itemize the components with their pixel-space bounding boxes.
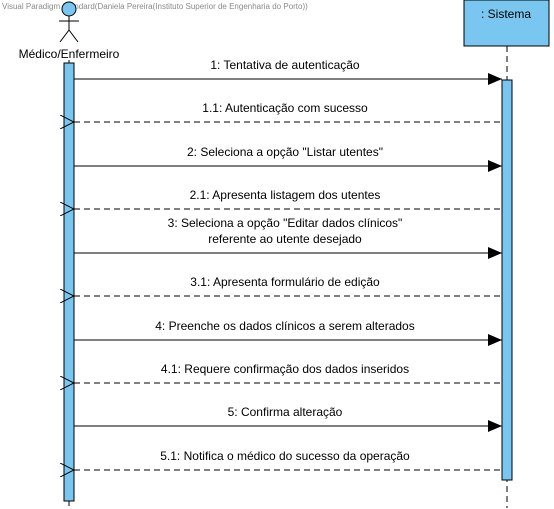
actor-label: Médico/Enfermeiro: [19, 47, 120, 61]
message-arrow: 2: Seleciona a opção "Listar utentes": [74, 145, 502, 172]
reply-arrow: 4.1: Requere confirmação dos dados inser…: [74, 362, 502, 383]
message-label: 1: Tentativa de autenticação: [210, 58, 360, 72]
message-arrow: 3: Seleciona a opção "Editar dados clíni…: [74, 216, 502, 259]
message-label: 5: Confirma alteração: [228, 405, 343, 419]
reply-arrow: 3.1: Apresenta formulário de edição: [74, 275, 502, 296]
actor-activation-bar: [63, 62, 75, 502]
system-label: : Sistema: [481, 7, 531, 21]
message-label-continuation: referente ao utente desejado: [208, 232, 362, 246]
reply-label: 2.1: Apresenta listagem dos utentes: [190, 188, 381, 202]
system-activation-bar: [501, 79, 513, 481]
message-label: 4: Preenche os dados clínicos a serem al…: [155, 319, 414, 333]
message-arrow: 1: Tentativa de autenticação: [74, 58, 502, 85]
actor-figure-icon: [59, 1, 79, 43]
reply-arrow: 2.1: Apresenta listagem dos utentes: [74, 188, 502, 209]
messages-layer: 1: Tentativa de autenticação 1.1: Autenti…: [74, 58, 502, 470]
watermark: Visual Paradigm Standard(Daniela Pereira…: [2, 2, 308, 11]
reply-label: 3.1: Apresenta formulário de edição: [190, 275, 380, 289]
reply-label: 5.1: Notifica o médico do sucesso da ope…: [160, 449, 410, 463]
message-arrow: 5: Confirma alteração: [74, 405, 502, 432]
reply-label: 1.1: Autenticação com sucesso: [202, 101, 368, 115]
reply-label: 4.1: Requere confirmação dos dados inser…: [161, 362, 409, 376]
message-label: 2: Seleciona a opção "Listar utentes": [187, 145, 383, 159]
reply-arrow: 1.1: Autenticação com sucesso: [74, 101, 502, 122]
system-box: [463, 0, 550, 47]
message-arrow: 4: Preenche os dados clínicos a serem al…: [74, 319, 502, 346]
reply-arrow: 5.1: Notifica o médico do sucesso da ope…: [74, 449, 502, 470]
message-label: 3: Seleciona a opção "Editar dados clíni…: [168, 216, 403, 230]
